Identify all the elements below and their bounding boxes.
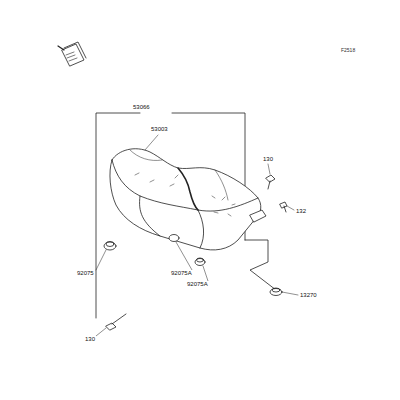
callout-number: 13270 (299, 292, 318, 298)
callout-number: 92075A (186, 281, 209, 287)
callout-number: 53066 (132, 104, 151, 110)
callout-number: 92075 (76, 270, 95, 276)
seat-fasteners (104, 175, 287, 330)
callout-number: 132 (295, 208, 307, 214)
callout-number: 130 (262, 156, 274, 162)
callout-number: 92075A (170, 270, 193, 276)
callout-number: 53003 (150, 126, 169, 132)
seat (110, 149, 266, 250)
callout-number: 130 (84, 336, 96, 342)
leader-lines (96, 135, 298, 336)
manual-icon (58, 42, 86, 66)
figure-code: F2518 (340, 48, 356, 53)
